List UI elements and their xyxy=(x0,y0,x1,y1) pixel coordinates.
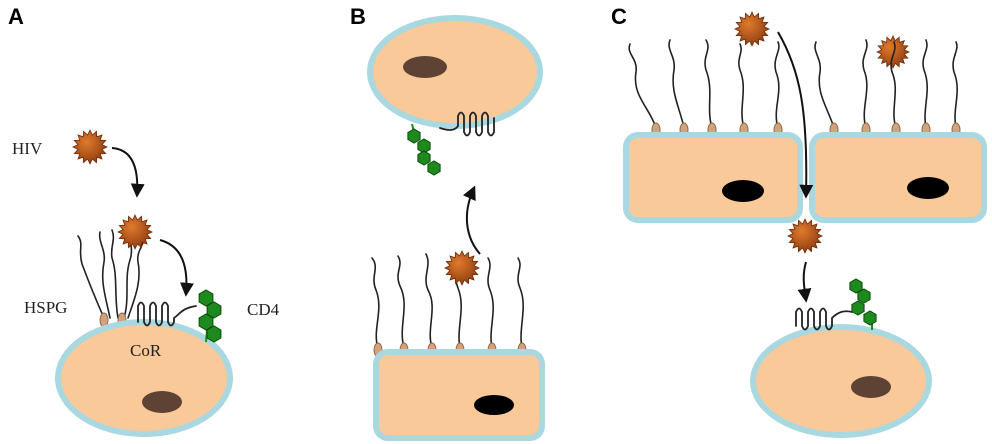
cd4-receptor-icon xyxy=(849,278,877,330)
hiv-label: HIV xyxy=(12,139,43,158)
coreceptor-icon xyxy=(137,301,197,327)
target-cell xyxy=(55,319,233,437)
cd4-receptor-icon xyxy=(407,123,441,176)
cd4-receptor-icon xyxy=(198,289,222,343)
hspg-label: HSPG xyxy=(24,298,67,317)
panel-letter-b: B xyxy=(350,4,366,29)
panel-a: HIV HSPG CD4 CoR xyxy=(12,129,280,437)
arrow-icon xyxy=(159,239,194,297)
arrow-icon xyxy=(111,147,145,198)
panel-letter-c: C xyxy=(611,4,627,29)
hiv-virion-icon xyxy=(787,218,823,254)
hiv-virion-icon xyxy=(876,35,910,69)
panel-c xyxy=(623,11,987,438)
panel-letter-a: A xyxy=(8,4,24,29)
coreceptor-icon xyxy=(439,111,495,137)
hspg-strands xyxy=(814,39,958,129)
hiv-virion-icon xyxy=(72,129,108,165)
cd4-label: CD4 xyxy=(247,300,280,319)
cell-nucleus xyxy=(142,391,182,413)
hiv-virion-icon xyxy=(734,11,770,47)
producer-cell xyxy=(373,349,545,441)
target-cell xyxy=(367,15,543,129)
cell-nucleus xyxy=(403,56,447,78)
cell-nucleus xyxy=(722,180,764,202)
cor-label: CoR xyxy=(130,341,162,360)
hspg-strands xyxy=(628,39,780,129)
arrow-icon xyxy=(462,185,481,255)
cell-nucleus xyxy=(907,177,949,199)
epithelial-cell-left xyxy=(623,132,803,223)
hiv-virion-icon xyxy=(444,250,480,286)
arrow-icon xyxy=(797,261,812,303)
cell-nucleus xyxy=(474,395,514,415)
coreceptor-icon xyxy=(795,307,853,331)
epithelial-cell-right xyxy=(809,132,987,223)
hiv-virion-icon xyxy=(117,214,153,250)
target-cell xyxy=(750,324,932,438)
panel-b xyxy=(367,15,545,441)
cell-nucleus xyxy=(851,376,891,398)
arrow-icon xyxy=(777,31,814,199)
